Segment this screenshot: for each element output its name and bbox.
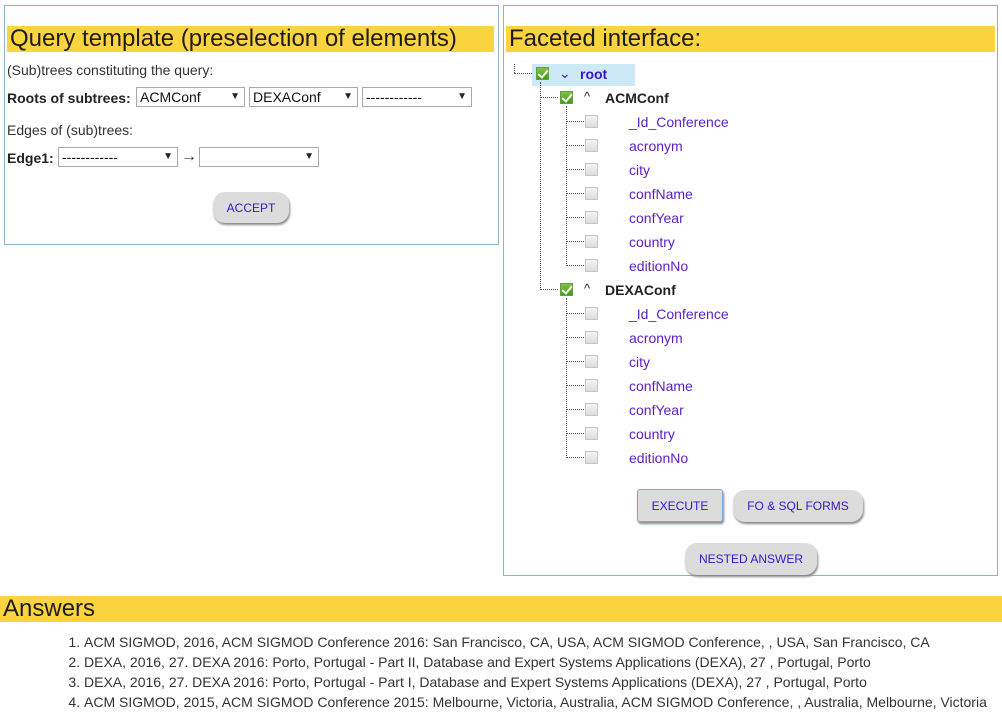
query-template-panel: Query template (preselection of elements… bbox=[4, 5, 499, 245]
root-select-1[interactable]: ACMConf ▼ bbox=[136, 87, 245, 107]
faceted-interface-panel: Faceted interface: ⌄ root ^ ACMConf _Id_… bbox=[503, 5, 998, 576]
root-node-label[interactable]: root bbox=[580, 66, 608, 82]
tree-connector bbox=[566, 337, 584, 338]
tree-connector bbox=[566, 298, 567, 458]
answer-item: DEXA, 2016, 27. DEXA 2016: Porto, Portug… bbox=[84, 652, 987, 672]
acmconf-field-confname[interactable]: confName bbox=[629, 186, 693, 202]
nested-answer-button[interactable]: NESTED ANSWER bbox=[685, 543, 817, 575]
answers-title: Answers bbox=[0, 596, 1002, 622]
acmconf-field-checkbox[interactable] bbox=[585, 259, 598, 272]
answer-item: ACM SIGMOD, 2016, ACM SIGMOD Conference … bbox=[84, 632, 987, 652]
root-select-2-value: DEXAConf bbox=[253, 89, 321, 105]
acmconf-field-checkbox[interactable] bbox=[585, 139, 598, 152]
root-select-3-value: ------------ bbox=[366, 89, 422, 105]
acmconf-field-editionno[interactable]: editionNo bbox=[629, 258, 689, 274]
root-select-3[interactable]: ------------ ▼ bbox=[362, 87, 472, 107]
dropdown-arrow-icon: ▼ bbox=[230, 91, 240, 102]
tree-connector bbox=[540, 97, 558, 98]
acmconf-field-checkbox[interactable] bbox=[585, 115, 598, 128]
tree-connector bbox=[566, 121, 584, 122]
dexaconf-field-checkbox[interactable] bbox=[585, 355, 598, 368]
dexaconf-field-confname[interactable]: confName bbox=[629, 378, 693, 394]
tree-connector bbox=[566, 145, 584, 146]
tree-connector bbox=[566, 457, 584, 458]
tree-connector bbox=[540, 82, 541, 290]
edge1-from-select[interactable]: ------------ ▼ bbox=[58, 147, 178, 167]
dexaconf-field-checkbox[interactable] bbox=[585, 379, 598, 392]
tree-connector bbox=[566, 409, 584, 410]
tree-connector bbox=[566, 193, 584, 194]
root-node-highlight[interactable] bbox=[532, 64, 635, 86]
answer-item: DEXA, 2016, 27. DEXA 2016: Porto, Portug… bbox=[84, 672, 987, 692]
acmconf-checkbox[interactable] bbox=[560, 91, 573, 104]
acmconf-field-checkbox[interactable] bbox=[585, 211, 598, 224]
fo-sql-forms-button[interactable]: FO & SQL FORMS bbox=[733, 490, 863, 522]
tree-connector bbox=[566, 361, 584, 362]
tree-connector bbox=[566, 169, 584, 170]
query-template-title: Query template (preselection of elements… bbox=[7, 26, 494, 52]
acmconf-field-checkbox[interactable] bbox=[585, 235, 598, 248]
acmconf-field-checkbox[interactable] bbox=[585, 163, 598, 176]
edges-label: Edges of (sub)trees: bbox=[7, 122, 134, 138]
edge-arrow-icon: → bbox=[181, 148, 197, 165]
dexaconf-node-label[interactable]: DEXAConf bbox=[605, 282, 676, 298]
chevron-down-icon[interactable]: ⌄ bbox=[559, 65, 571, 81]
tree-connector bbox=[540, 289, 558, 290]
tree-connector bbox=[514, 64, 515, 73]
dexaconf-field-checkbox[interactable] bbox=[585, 427, 598, 440]
dexaconf-field-editionno[interactable]: editionNo bbox=[629, 450, 689, 466]
dexaconf-field-confyear[interactable]: confYear bbox=[629, 402, 684, 418]
dexaconf-field-country[interactable]: country bbox=[629, 426, 675, 442]
acmconf-node-label[interactable]: ACMConf bbox=[605, 90, 669, 106]
tree-connector bbox=[566, 106, 567, 266]
tree-connector bbox=[566, 385, 584, 386]
accept-button[interactable]: ACCEPT bbox=[213, 192, 289, 223]
dropdown-arrow-icon: ▼ bbox=[163, 151, 173, 162]
acmconf-field-city[interactable]: city bbox=[629, 162, 650, 178]
edge1-from-value: ------------ bbox=[62, 149, 118, 165]
acmconf-field-confyear[interactable]: confYear bbox=[629, 210, 684, 226]
root-select-1-value: ACMConf bbox=[140, 89, 201, 105]
root-checkbox[interactable] bbox=[536, 67, 549, 80]
dropdown-arrow-icon: ▼ bbox=[343, 91, 353, 102]
edge1-to-select[interactable]: ▼ bbox=[199, 147, 319, 167]
tree-connector bbox=[566, 265, 584, 266]
tree-connector bbox=[566, 241, 584, 242]
chevron-up-icon[interactable]: ^ bbox=[584, 89, 591, 104]
dexaconf-field-checkbox[interactable] bbox=[585, 307, 598, 320]
dexaconf-field-city[interactable]: city bbox=[629, 354, 650, 370]
dexaconf-field-id-conference[interactable]: _Id_Conference bbox=[629, 306, 729, 322]
tree-connector bbox=[566, 313, 584, 314]
chevron-up-icon[interactable]: ^ bbox=[584, 281, 591, 296]
tree-connector bbox=[566, 217, 584, 218]
roots-label: Roots of subtrees: bbox=[7, 90, 131, 106]
edge1-label: Edge1: bbox=[7, 150, 54, 166]
dexaconf-field-checkbox[interactable] bbox=[585, 403, 598, 416]
acmconf-field-checkbox[interactable] bbox=[585, 187, 598, 200]
dexaconf-checkbox[interactable] bbox=[560, 283, 573, 296]
root-select-2[interactable]: DEXAConf ▼ bbox=[249, 87, 358, 107]
acmconf-field-country[interactable]: country bbox=[629, 234, 675, 250]
acmconf-field-acronym[interactable]: acronym bbox=[629, 138, 683, 154]
acmconf-field-id-conference[interactable]: _Id_Conference bbox=[629, 114, 729, 130]
tree-connector bbox=[566, 433, 584, 434]
dexaconf-field-checkbox[interactable] bbox=[585, 451, 598, 464]
answer-item: ACM SIGMOD, 2015, ACM SIGMOD Conference … bbox=[84, 692, 987, 712]
faceted-interface-title: Faceted interface: bbox=[506, 26, 995, 52]
dexaconf-field-checkbox[interactable] bbox=[585, 331, 598, 344]
tree-connector bbox=[514, 73, 532, 74]
execute-button[interactable]: EXECUTE bbox=[637, 489, 723, 522]
subtrees-label: (Sub)trees constituting the query: bbox=[7, 62, 214, 78]
dropdown-arrow-icon: ▼ bbox=[457, 91, 467, 102]
answers-list: ACM SIGMOD, 2016, ACM SIGMOD Conference … bbox=[0, 632, 987, 712]
dexaconf-field-acronym[interactable]: acronym bbox=[629, 330, 683, 346]
dropdown-arrow-icon: ▼ bbox=[304, 151, 314, 162]
